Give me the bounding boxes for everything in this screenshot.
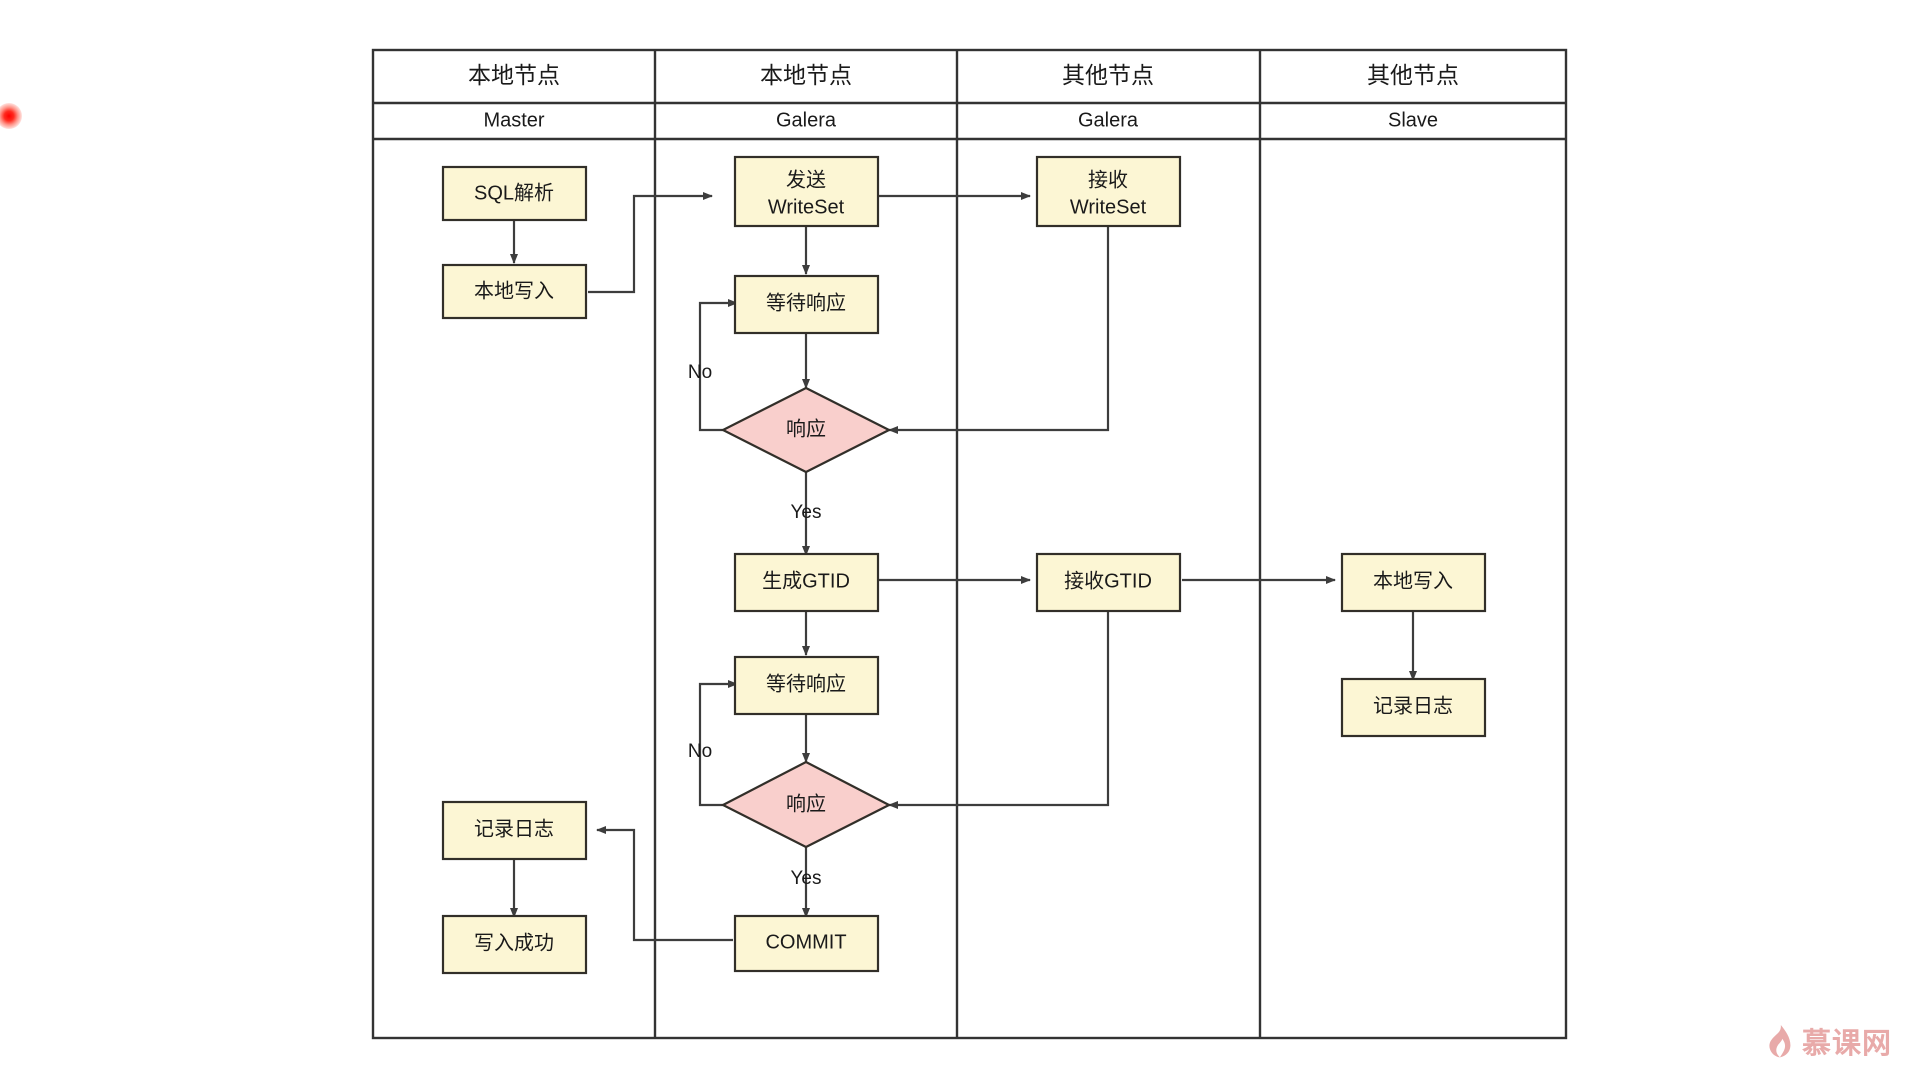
node-commit-label: COMMIT: [765, 931, 846, 953]
lane-subheader-galera-other: Galera: [1078, 109, 1139, 131]
node-write-success-label: 写入成功: [474, 931, 554, 954]
node-local-write-master-label: 本地写入: [474, 279, 554, 302]
node-wait-response-2-label: 等待响应: [766, 672, 846, 695]
lane-header-galera-local: 本地节点: [760, 62, 852, 88]
node-wait-response-1-label: 等待响应: [766, 291, 846, 314]
edge-recvgtid-to-resp2: [888, 610, 1110, 809]
node-generate-gtid-label: 生成GTID: [762, 569, 850, 592]
node-sql-parse-label: SQL解析: [474, 181, 554, 204]
node-receive-writeset[interactable]: 接收 WriteSet: [1035, 155, 1182, 228]
node-group: SQL解析 本地写入 发送 WriteSet 等待响应 响应: [441, 155, 1487, 975]
lane-header-slave: 其他节点: [1367, 62, 1459, 88]
node-send-writeset[interactable]: 发送 WriteSet: [733, 155, 880, 228]
edge-label-no-2: No: [688, 741, 712, 762]
node-generate-gtid[interactable]: 生成GTID: [733, 552, 880, 613]
node-wait-response-1[interactable]: 等待响应: [733, 274, 880, 335]
node-slave-log-label: 记录日志: [1373, 694, 1453, 717]
node-send-writeset-label-1: 发送: [786, 168, 826, 191]
edge-commit-to-masterlog: [596, 826, 733, 942]
edge-group: [510, 192, 1417, 942]
node-receive-gtid-label: 接收GTID: [1064, 569, 1152, 592]
edge-resp1-no-loop: [698, 299, 738, 432]
lane-subheader-slave: Slave: [1388, 109, 1438, 131]
node-write-success[interactable]: 写入成功: [441, 914, 588, 975]
node-response-decision-2-label: 响应: [786, 792, 826, 815]
edge-label-yes-1: Yes: [791, 502, 822, 523]
node-sql-parse[interactable]: SQL解析: [441, 165, 588, 222]
node-receive-writeset-label-2: WriteSet: [1070, 196, 1147, 218]
node-master-log-label: 记录日志: [474, 817, 554, 840]
swimlane-frame: [371, 48, 1568, 1040]
node-response-decision-1[interactable]: 响应: [720, 386, 892, 474]
lane-header-group: 本地节点 Master 本地节点 Galera 其他节点 Galera 其他节点…: [468, 62, 1459, 131]
node-wait-response-2[interactable]: 等待响应: [733, 655, 880, 716]
node-response-decision-2[interactable]: 响应: [720, 760, 892, 849]
node-commit[interactable]: COMMIT: [733, 914, 880, 973]
node-local-write-slave-label: 本地写入: [1373, 569, 1453, 592]
edge-localwrite-to-sendwriteset: [588, 192, 713, 294]
cursor-highlight-dot: [0, 103, 22, 129]
node-local-write-master[interactable]: 本地写入: [441, 263, 588, 320]
lane-header-galera-other: 其他节点: [1062, 62, 1154, 88]
lane-subheader-master: Master: [483, 109, 544, 131]
edge-recvwriteset-to-resp1: [888, 226, 1110, 434]
edge-label-group: No Yes No Yes: [688, 362, 822, 889]
lane-subheader-galera-local: Galera: [776, 109, 837, 131]
node-response-decision-1-label: 响应: [786, 417, 826, 440]
node-send-writeset-label-2: WriteSet: [768, 196, 845, 218]
edge-label-no-1: No: [688, 362, 712, 383]
edge-label-yes-2: Yes: [791, 868, 822, 889]
lane-header-master: 本地节点: [468, 62, 560, 88]
node-local-write-slave[interactable]: 本地写入: [1340, 552, 1487, 613]
node-receive-gtid[interactable]: 接收GTID: [1035, 552, 1182, 613]
node-slave-log[interactable]: 记录日志: [1340, 677, 1487, 738]
node-master-log[interactable]: 记录日志: [441, 800, 588, 861]
edge-resp2-no-loop: [698, 680, 738, 807]
node-receive-writeset-label-1: 接收: [1088, 168, 1128, 191]
